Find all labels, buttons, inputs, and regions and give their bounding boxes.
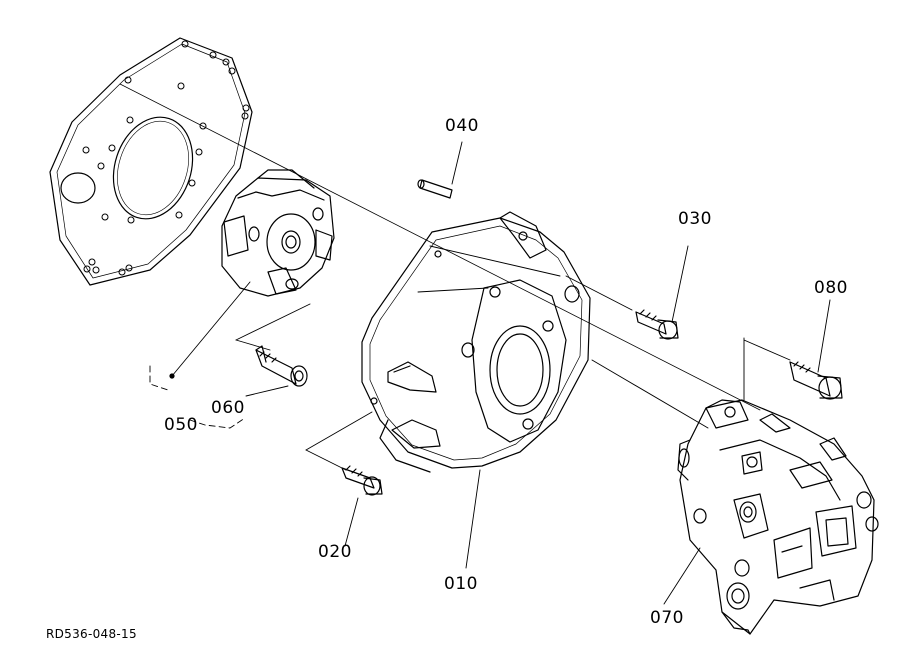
callout-070: 070 [650,608,684,628]
drawing-code: RD536-048-15 [46,627,137,641]
pump-bolt-080 [789,361,843,400]
callout-020: 020 [318,542,352,562]
socket-bolt-060 [255,345,308,387]
callout-050: 050 [164,415,198,435]
flange-bolt-030 [635,309,679,340]
coupling-body [221,169,335,297]
hydraulic-pump [677,399,879,635]
callout-010: 010 [444,574,478,594]
callout-030: 030 [678,209,712,229]
flywheel-plate [49,37,253,286]
dowel-pin-040 [417,179,453,199]
flange-bolt-020 [341,465,383,496]
callout-080: 080 [814,278,848,298]
axis-line [119,83,761,411]
callout-060: 060 [211,398,245,418]
bell-housing [361,211,591,473]
callout-040: 040 [445,116,479,136]
